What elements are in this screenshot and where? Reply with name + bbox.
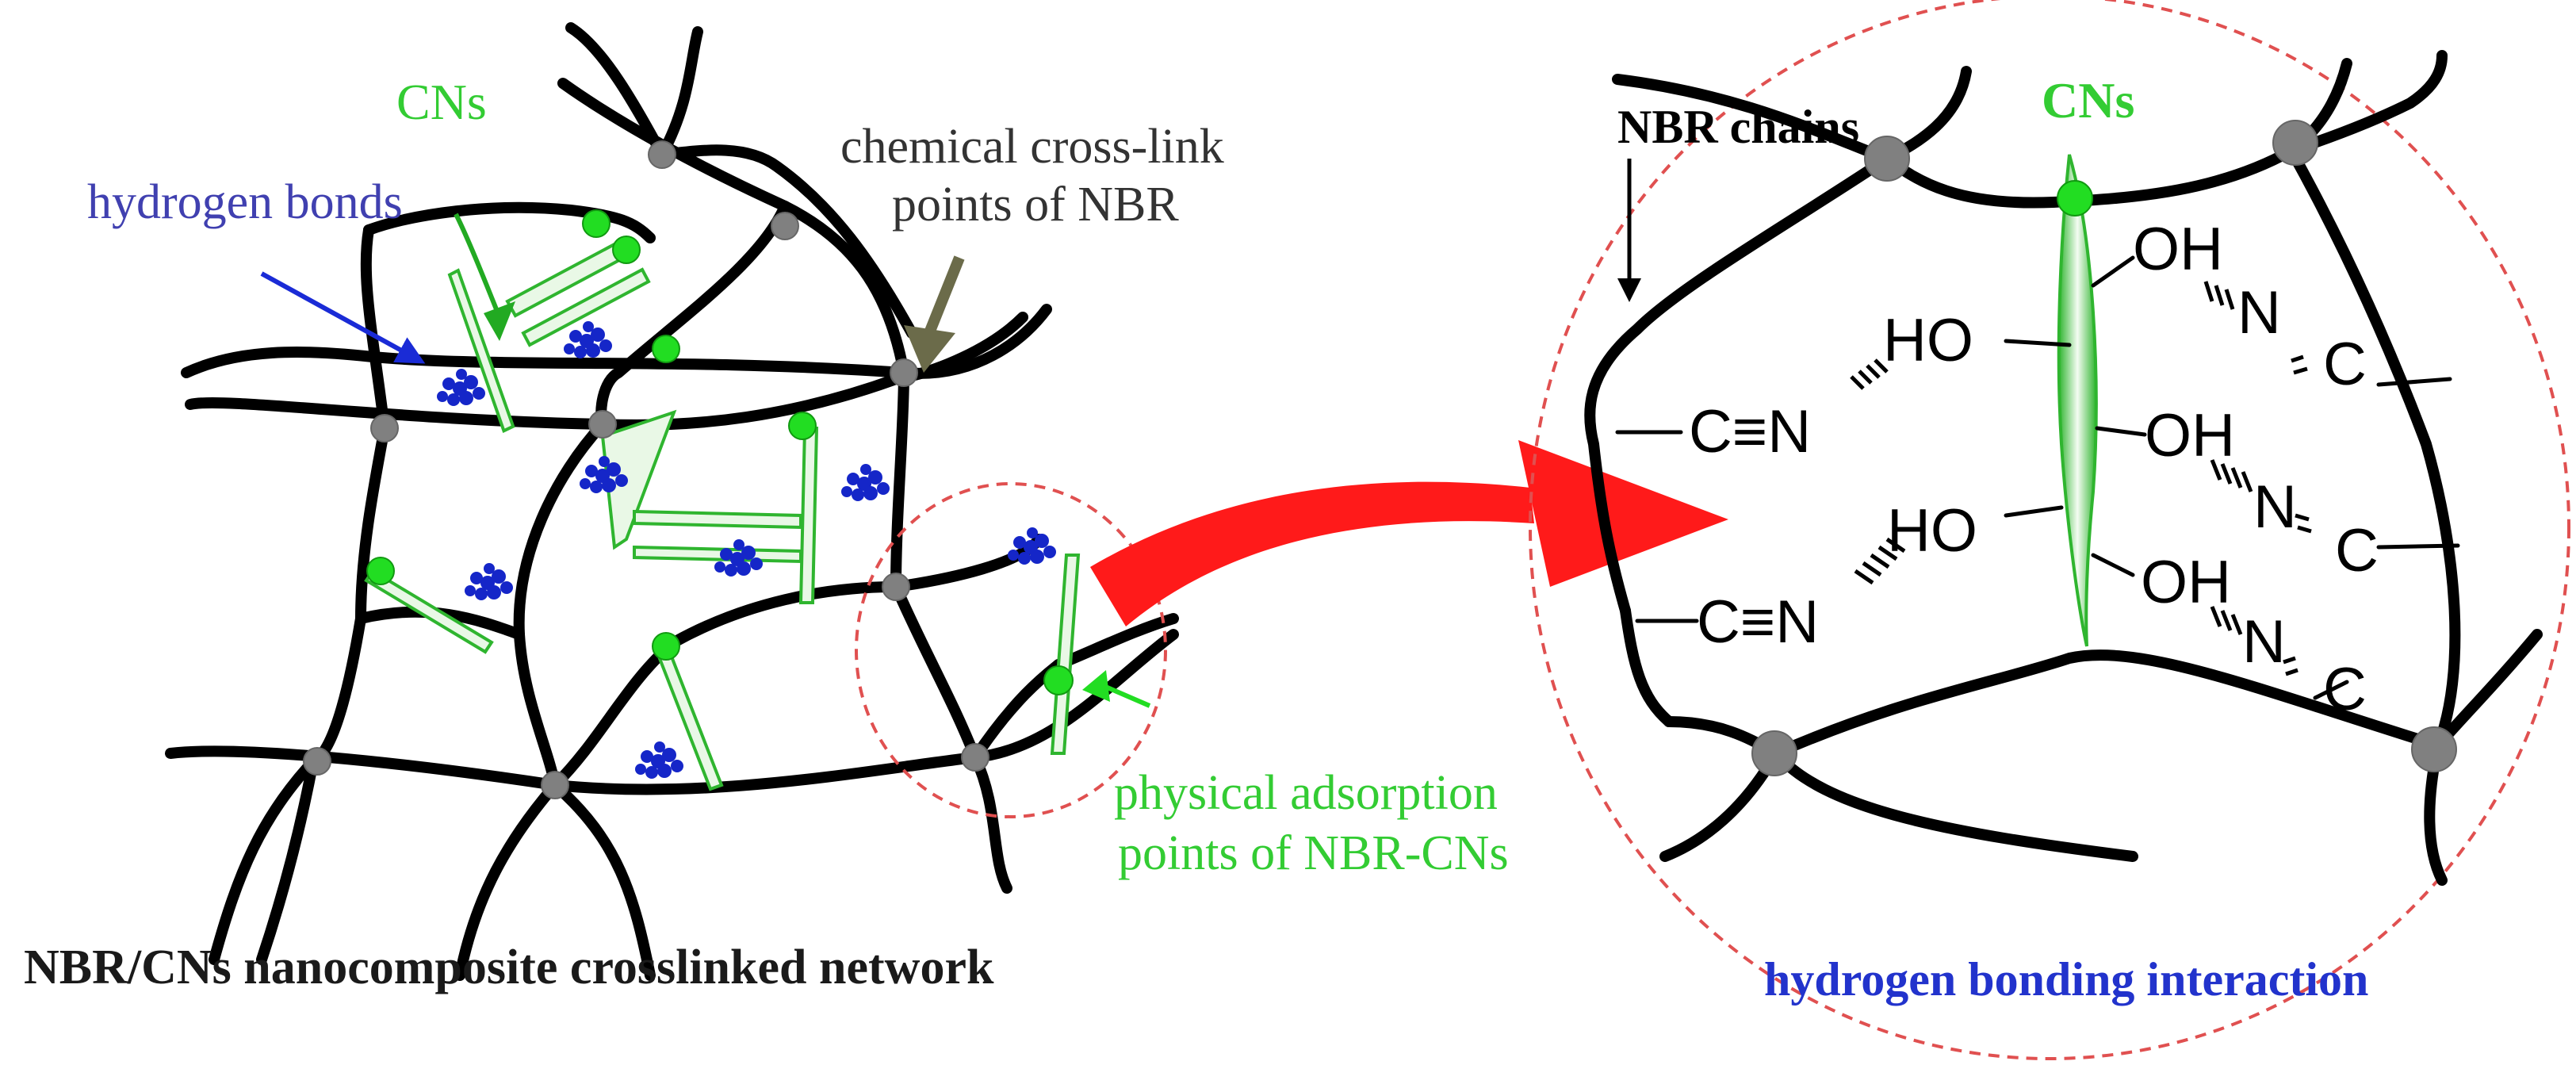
left-network — [165, 22, 1179, 981]
adsorption-pointer-arrowhead — [1082, 670, 1110, 702]
hydrogen-bond-cluster — [1008, 527, 1056, 565]
hydrogen-bond-cluster — [714, 539, 763, 577]
bond-line — [2004, 339, 2072, 347]
label-physical-line1: physical adsorption — [1114, 766, 1498, 820]
cns-pointer-arrow — [454, 213, 502, 319]
label-physical-line2: points of NBR-CNs — [1118, 826, 1509, 880]
cn-adsorption-point — [652, 632, 680, 661]
chem-ho-bottom: HO — [1887, 497, 1977, 565]
crosslink-pointer-arrow — [922, 255, 965, 339]
chem-nitrile-bottom: C≡N — [1697, 588, 1819, 656]
bond-line — [2004, 505, 2064, 518]
cn-adsorption-point — [366, 557, 395, 585]
bond-line — [2376, 377, 2452, 387]
cn-adsorption-point — [2057, 180, 2093, 216]
hydrogen-bond-hash — [1850, 358, 1889, 390]
bond-line — [2376, 543, 2460, 550]
chem-c-3: C — [2323, 656, 2367, 723]
chem-n-1: N — [2237, 279, 2281, 347]
crosslink-point — [648, 140, 676, 169]
right-title: hydrogen bonding interaction — [1764, 953, 2368, 1006]
chemistry-labels: C≡N C≡N HO HO OH OH OH N N N C C C — [1689, 216, 2379, 723]
bond-line — [2095, 426, 2147, 437]
chem-oh-1: OH — [2133, 216, 2223, 283]
cn-rods-left — [364, 236, 1081, 791]
chem-oh-3: OH — [2141, 549, 2231, 616]
hydrogen-bond-hash — [2203, 281, 2235, 310]
label-crosslink-line1: chemical cross-link — [840, 120, 1224, 174]
hydrogen-bonds-pointer-arrow — [260, 271, 426, 364]
chem-n-2: N — [2253, 473, 2297, 541]
chem-oh-2: OH — [2145, 402, 2235, 469]
crosslink-point — [961, 743, 989, 772]
right-network — [1584, 50, 2543, 886]
hydrogen-bond-cluster — [564, 321, 612, 358]
hydrogen-bond-hash — [2210, 459, 2253, 492]
crosslink-point — [588, 410, 617, 439]
crosslink-point — [370, 414, 399, 442]
hydrogen-bond-cluster — [465, 563, 513, 600]
label-cns-right: CNs — [2042, 72, 2134, 128]
cn-adsorption-point — [582, 209, 611, 238]
zoomed-view-circle — [1529, 0, 2570, 1060]
chem-c-2: C — [2335, 517, 2379, 584]
crosslink-point — [1751, 730, 1797, 776]
physical-adsorption-points-left — [366, 209, 1074, 695]
hydrogen-bond-hash — [1854, 537, 1906, 585]
crosslink-point — [2411, 726, 2457, 772]
crosslink-point — [541, 771, 569, 799]
crosslink-point — [771, 212, 799, 240]
crosslink-point — [2272, 120, 2318, 166]
crosslink-pointer-arrowhead — [904, 325, 955, 373]
transition-arrow — [1090, 440, 1728, 626]
crosslink-point — [303, 747, 331, 776]
chem-n-3: N — [2242, 608, 2286, 676]
label-cns-left: CNs — [396, 74, 487, 130]
red-arrow-body — [1090, 481, 1534, 626]
red-arrow-head — [1518, 440, 1728, 587]
hydrogen-bond-cluster — [437, 369, 485, 406]
crosslink-point — [882, 573, 910, 601]
label-crosslink-line2: points of NBR — [892, 178, 1179, 232]
cn-adsorption-point — [788, 412, 817, 440]
label-nbr-chains: NBR chains — [1617, 101, 1859, 153]
bond-line — [2313, 680, 2349, 700]
hydrogen-bond-hash — [2210, 606, 2243, 635]
chem-c-1: C — [2323, 331, 2367, 398]
crosslink-points-left — [303, 140, 989, 799]
label-hydrogen-bonds: hydrogen bonds — [87, 175, 403, 229]
crosslink-point — [1864, 136, 1910, 182]
hydrogen-bond-hash — [2283, 354, 2312, 676]
cn-rod-right — [2057, 154, 2098, 647]
zoom-region-circle — [855, 482, 1167, 818]
hydrogen-bond-cluster — [635, 741, 683, 779]
crosslink-point — [890, 358, 918, 387]
left-title: NBR/CNs nanocomposite crosslinked networ… — [24, 940, 994, 994]
cns-pointer-arrowhead — [484, 301, 515, 341]
bond-line — [2091, 553, 2135, 577]
cn-adsorption-point — [612, 236, 641, 264]
chem-ho-top: HO — [1883, 307, 1973, 374]
hydrogen-bond-cluster — [841, 464, 890, 501]
chem-nitrile-top: C≡N — [1689, 398, 1811, 465]
cn-adsorption-point — [1043, 665, 1074, 695]
cn-adsorption-point — [652, 335, 680, 363]
bond-line — [2091, 255, 2135, 288]
